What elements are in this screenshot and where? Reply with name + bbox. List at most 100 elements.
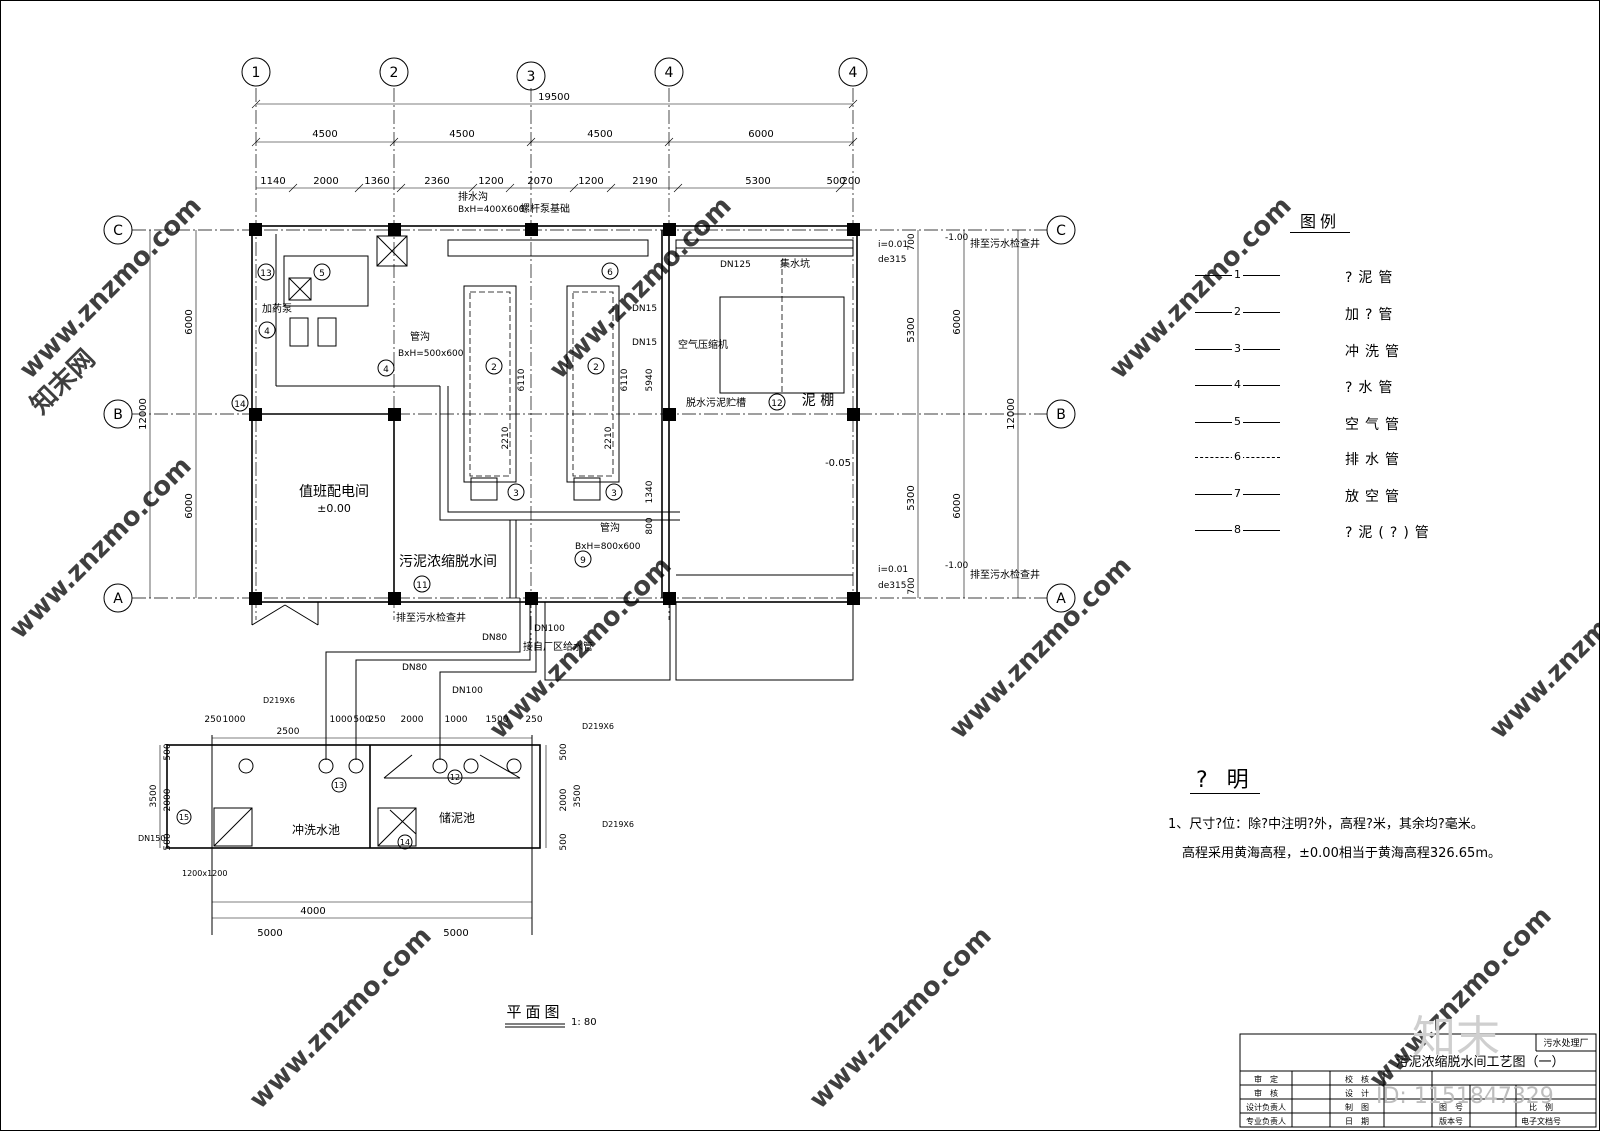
- description-heading: ? 明: [1196, 768, 1255, 793]
- legend-num: 5: [1232, 415, 1243, 428]
- note-drain-ditch: 排水沟: [458, 190, 488, 203]
- structural-columns: [249, 223, 860, 605]
- dimension-lines-side: 12000 6000 6000 12000 6000 6000 5300 530…: [138, 230, 1019, 598]
- pool-dim-top-2: 2500: [277, 727, 300, 737]
- watermark-site-10: www.znzmo.com: [244, 921, 438, 1115]
- dim-total: 19500: [538, 92, 570, 103]
- tb-r3a: 设计负责人: [1246, 1102, 1286, 1112]
- dim-left-b: 6000: [184, 493, 195, 518]
- tb-r1b: 校 核: [1345, 1074, 1369, 1084]
- axis-3: 3: [527, 69, 536, 85]
- svg-text:15: 15: [179, 813, 189, 822]
- svg-text:11: 11: [416, 581, 427, 591]
- note-dn15a: DN15: [632, 304, 657, 314]
- tb-c4: 电子文档号: [1521, 1116, 1561, 1126]
- note-to-manhole-2: 排至污水检查井: [970, 568, 1040, 581]
- watermark-site-7: www.znzmo.com: [804, 921, 998, 1115]
- dim-d2: 4500: [449, 129, 474, 140]
- dim-d1: 4500: [312, 129, 337, 140]
- note-slope-2: i=0.01: [878, 565, 908, 575]
- legend-name: 放空管: [1345, 489, 1405, 505]
- pool-dim-top-9: 250: [525, 715, 542, 725]
- building-walls: [251, 225, 858, 681]
- pool-dim-top-4: 500: [353, 715, 370, 725]
- tb-r1a: 审 定: [1254, 1074, 1278, 1084]
- dim-right-b: 6000: [952, 493, 963, 518]
- axis-b-left: B: [113, 407, 123, 423]
- tank-labels: 冲洗水池 储泥池 D219X6 D219X6 D219X6 DN150 1200…: [138, 696, 634, 939]
- note-to-manhole-3: 排至污水检查井: [396, 611, 466, 624]
- legend-num: 1: [1232, 268, 1243, 281]
- dim-s3: 1360: [364, 176, 389, 187]
- plan-scale: 1: 80: [571, 1017, 597, 1028]
- note-ditch-size-c: BxH=800x600: [575, 542, 641, 552]
- tb-r3b: 制 图: [1345, 1102, 1369, 1112]
- watermark-site-4: www.znzmo.com: [484, 551, 678, 745]
- tb-c3: 版本号: [1439, 1116, 1463, 1126]
- note-level-1: -1.00: [945, 233, 969, 243]
- svg-text:5: 5: [319, 269, 325, 279]
- dim-right-total: 12000: [1006, 398, 1017, 430]
- pool-sludge: 储泥池: [439, 810, 475, 825]
- equipment: [283, 235, 854, 760]
- legend-name: 加?管: [1345, 307, 1399, 323]
- note-dosing: 加药泵: [262, 303, 292, 315]
- legend-row: 7 放空管: [1195, 484, 1445, 506]
- svg-text:3: 3: [611, 489, 617, 499]
- dim-s1: 1140: [260, 176, 285, 187]
- pool-dim-left-3: 500: [163, 833, 173, 850]
- note-ditch-size-b: BxH=500x600: [398, 349, 464, 359]
- legend-row: 2 加?管: [1195, 302, 1445, 324]
- dim-inner-d: 700: [907, 577, 917, 594]
- tank-plan: 13 12 14 15: [159, 735, 547, 935]
- watermark-site-9: www.znzmo.com: [1484, 551, 1600, 745]
- watermark-logo: 知末: [1412, 1012, 1500, 1063]
- pool-dim-right-1: 3500: [573, 784, 583, 807]
- legend-row: 8 ?泥(?)管: [1195, 520, 1445, 542]
- legend-row: 5 空气管: [1195, 412, 1445, 434]
- tb-r4b: 日 期: [1345, 1117, 1369, 1126]
- note-to-plant-water: 接自厂区给水管: [523, 640, 593, 653]
- svg-text:12: 12: [771, 399, 782, 409]
- note-dn100b: DN100: [452, 686, 483, 696]
- room-duty-level: ±0.00: [317, 502, 351, 515]
- legend-name: 排水管: [1345, 452, 1405, 468]
- dim-inner-b: 5300: [906, 485, 917, 510]
- room-shed-level: -0.05: [825, 458, 851, 469]
- axis-a-right: A: [1056, 591, 1066, 607]
- dimension-text-top: 19500 4500 4500 4500 6000 1140 2000 1360…: [260, 92, 860, 187]
- note-ditch-2: 管沟: [600, 521, 620, 534]
- legend-row: 1 ?泥管: [1195, 265, 1445, 287]
- svg-text:2: 2: [593, 363, 599, 373]
- axis-c-left: C: [113, 223, 123, 239]
- note-ditch: 管沟: [410, 330, 430, 343]
- dim-s9: 5300: [745, 176, 770, 187]
- legend-row: 6 排水管: [1195, 447, 1445, 469]
- note-sump: 集水坑: [780, 257, 810, 270]
- svg-text:14: 14: [234, 400, 246, 410]
- legend-name: 冲洗管: [1345, 344, 1405, 360]
- internal-dims: 6110 6110 5940 2210 2210 1340 800: [501, 368, 655, 534]
- pool-pipe-c: D219X6: [602, 820, 634, 829]
- note-slope-1: i=0.01: [878, 240, 908, 250]
- description-heading-underline: [1190, 793, 1260, 794]
- legend-name: ?水管: [1345, 380, 1399, 396]
- pool-dim-top-6: 2000: [401, 715, 424, 725]
- dim-d3: 4500: [587, 129, 612, 140]
- axis-a-left: A: [113, 591, 123, 607]
- dim-s4: 2360: [424, 176, 449, 187]
- title-block: 污水处理厂 污泥浓缩脱水间工艺图（一） 审 定 校 核 审 核 设 计 设计负责…: [1239, 1033, 1597, 1128]
- svg-text:12: 12: [450, 773, 460, 782]
- description-line-1: 1、尺寸?位：除?中注明?外，高程?米，其余均?毫米。: [1168, 817, 1484, 832]
- dim-d4: 6000: [748, 129, 773, 140]
- note-pump-base: 螺杆泵基础: [520, 202, 570, 215]
- watermark-id: ID: 1151847329: [1376, 1084, 1554, 1109]
- legend-name: 空气管: [1345, 417, 1405, 433]
- dim-s2: 2000: [313, 176, 338, 187]
- watermark-site-1: www.znzmo.com: [14, 191, 208, 385]
- dim-s11: 200: [841, 176, 860, 187]
- dim-s8: 2190: [632, 176, 657, 187]
- axis-4b: 4: [849, 65, 858, 81]
- equipment-bubbles: 13 5 4 4 14 2 2 3 3 6 9 11 12: [231, 262, 786, 593]
- axis-b-right: B: [1056, 407, 1066, 423]
